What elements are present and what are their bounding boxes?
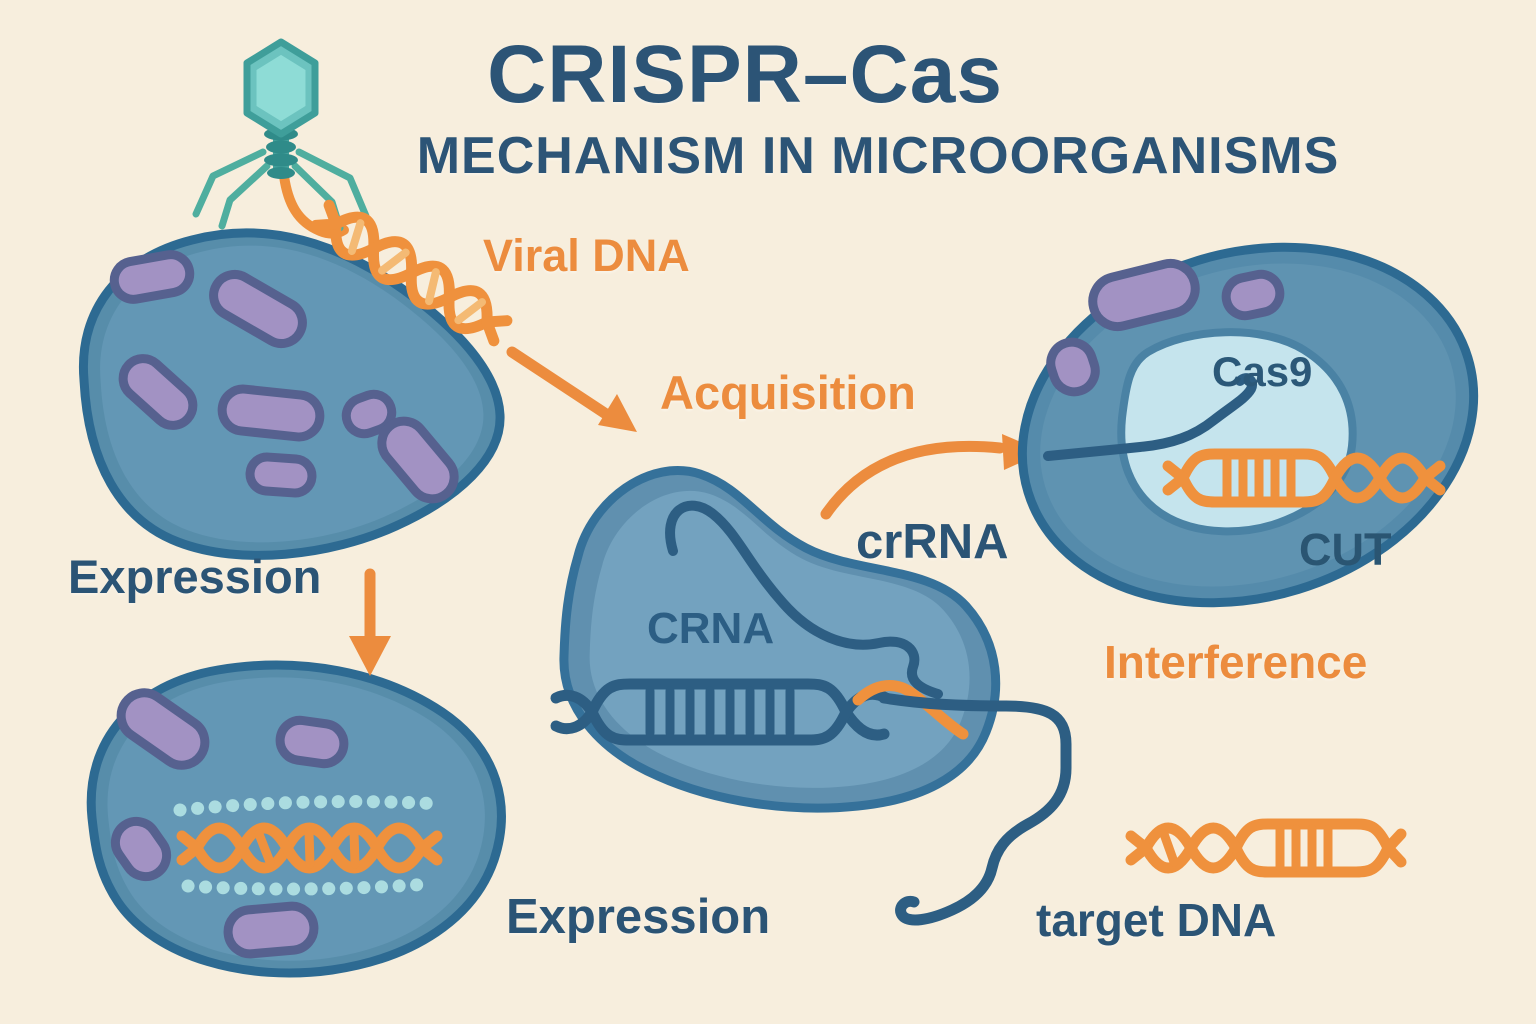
label-viral-dna: Viral DNA — [483, 230, 690, 281]
crispr-complex-cell — [550, 466, 1001, 813]
spacer-dots — [173, 795, 449, 896]
integrated-dna-helix-icon — [176, 822, 443, 874]
plasmid-rod — [245, 452, 317, 498]
label-expression-bottom: Expression — [506, 890, 771, 944]
bacteriophage-icon — [192, 38, 370, 239]
plasmid-rod — [1221, 269, 1285, 321]
plasmid-rod — [217, 384, 325, 442]
page-title: CRISPR–Cas — [487, 29, 1003, 120]
expression-cell-bottom-left — [86, 660, 506, 978]
plasmid-rod — [118, 354, 198, 430]
label-interference: Interference — [1104, 636, 1368, 688]
interference-path-icon — [878, 692, 1072, 926]
phage-head — [243, 38, 319, 138]
plasmid-rods — [1046, 258, 1285, 397]
plasmid-rod — [116, 688, 210, 770]
target-dna-helix-icon — [1125, 818, 1407, 878]
spacer-dots-row-bottom — [181, 877, 437, 896]
spacer-dots-row-top — [173, 795, 449, 817]
cas9-sgrna-squiggle-icon — [1043, 373, 1257, 461]
target-cell-right — [1017, 242, 1479, 608]
plasmid-rod — [1088, 258, 1200, 332]
plasmid-rod — [1046, 337, 1100, 397]
plasmid-rod — [223, 901, 319, 959]
label-target-dna: target DNA — [1036, 894, 1277, 946]
viral-dna-helix-icon — [310, 199, 513, 347]
pre-crrna-squiggle-icon — [665, 500, 943, 699]
page-subtitle: MECHANISM IN MICROORGANISMS — [416, 127, 1340, 185]
label-cut: CUT — [1299, 524, 1392, 575]
label-cas9: Cas9 — [1212, 348, 1313, 395]
plasmid-rod — [109, 250, 195, 304]
plasmid-rods — [109, 250, 459, 504]
cut-dna-helix-icon — [1162, 448, 1446, 508]
plasmid-rod — [341, 389, 397, 439]
plasmid-rods — [110, 688, 349, 959]
crrna-arrow-icon — [820, 434, 1044, 520]
plasmid-rod — [110, 816, 172, 882]
label-crna: CRNA — [647, 604, 775, 653]
crrna-fragment-icon — [852, 680, 969, 740]
plasmid-rod — [275, 715, 349, 769]
label-expression-left: Expression — [68, 550, 322, 603]
expression-arrow-icon — [349, 568, 391, 676]
plasmid-rod — [209, 270, 307, 348]
acquisition-arrow-icon — [506, 346, 637, 432]
label-acquisition: Acquisition — [660, 366, 916, 419]
plasmid-rod — [377, 416, 459, 504]
host-cell-top-left — [78, 228, 505, 560]
label-crrna: crRNA — [856, 515, 1009, 569]
